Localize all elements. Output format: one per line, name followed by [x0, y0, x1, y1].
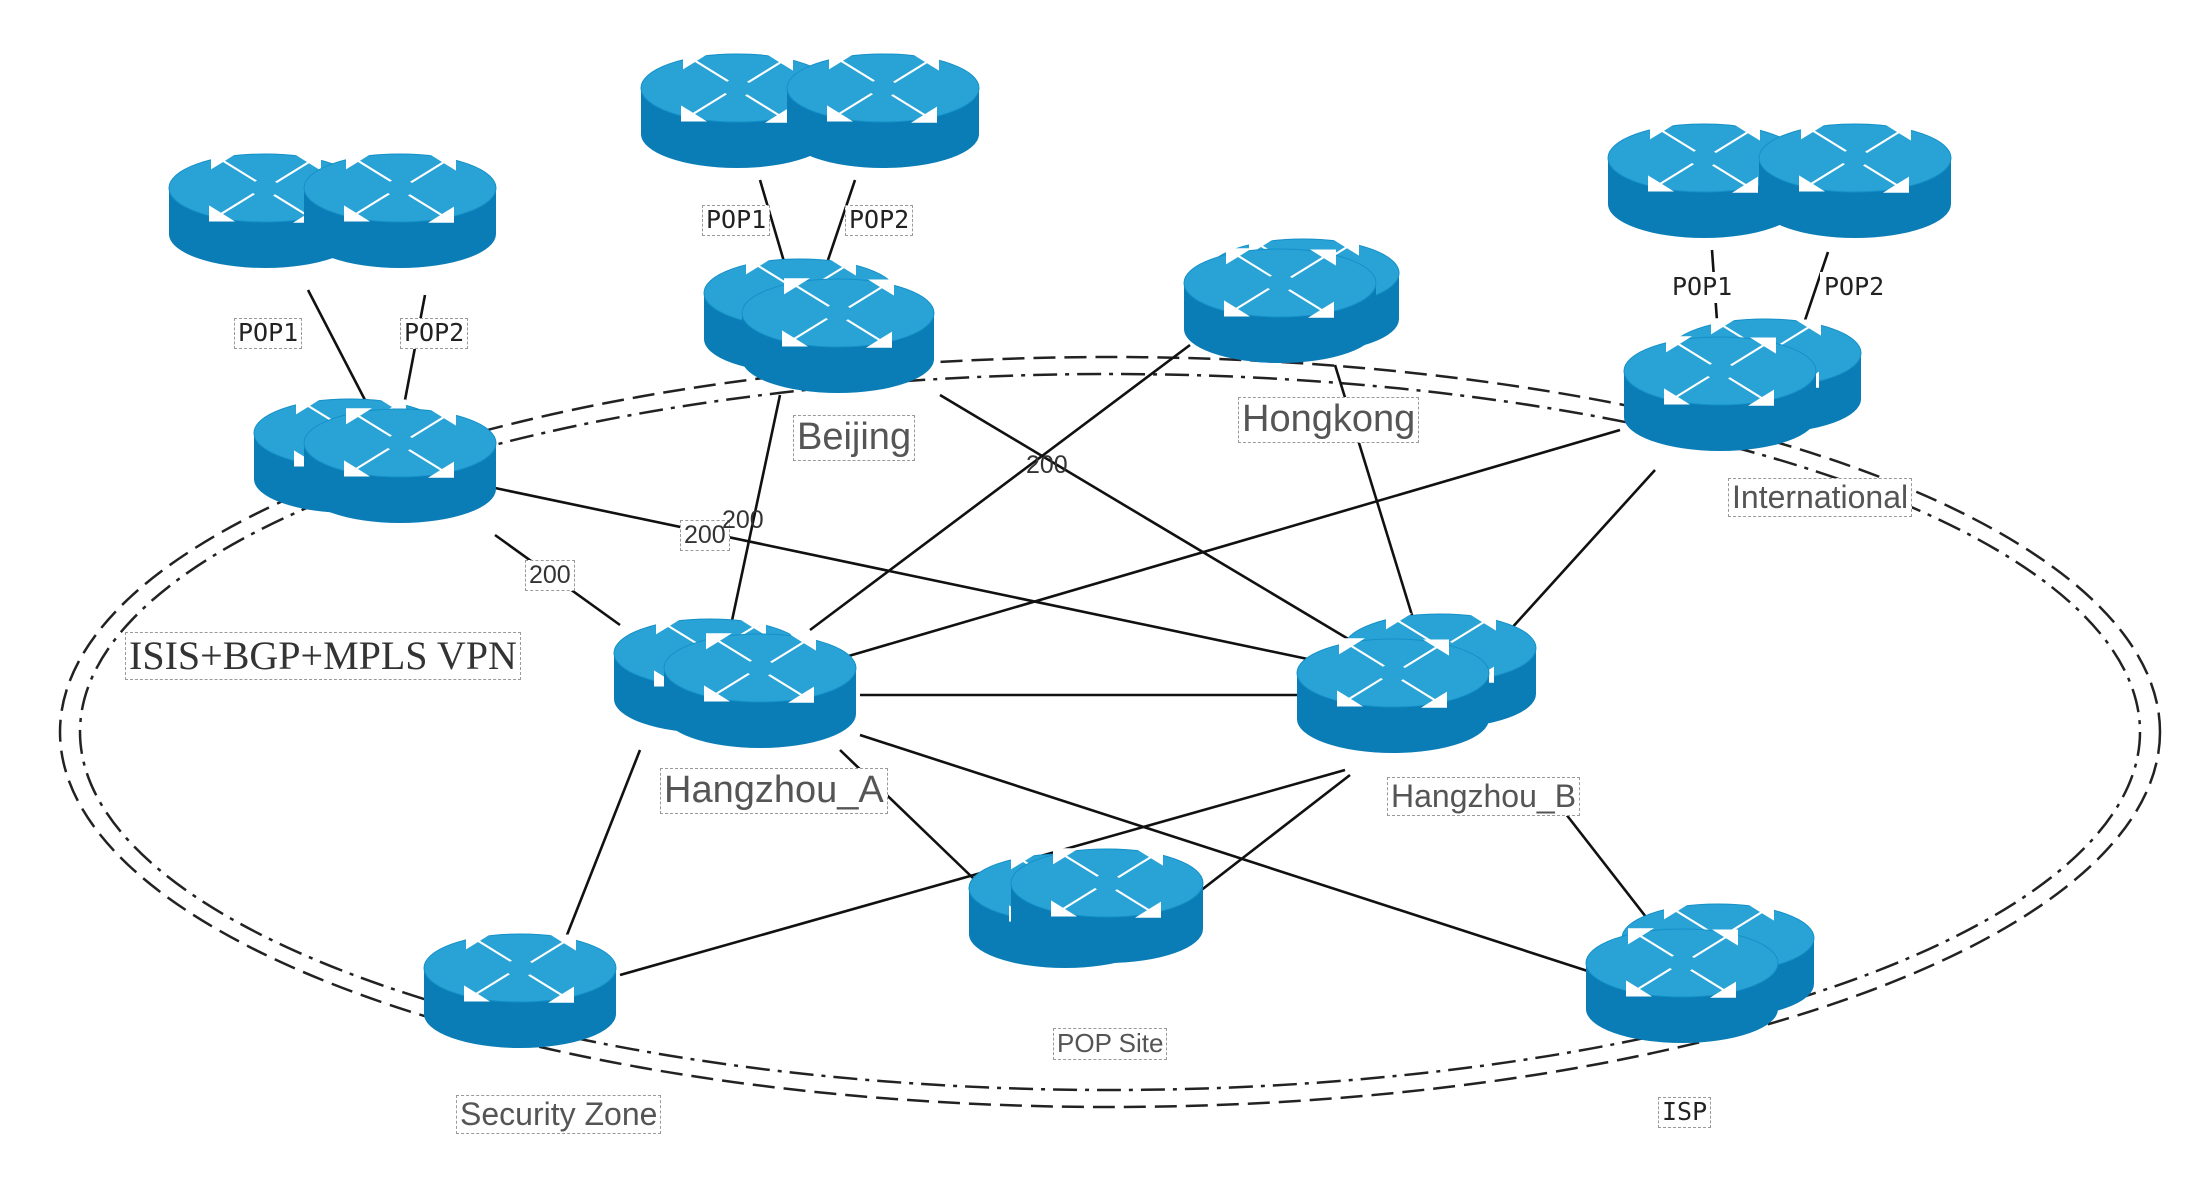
router-left-core: [303, 407, 497, 524]
label-left-pop1: POP1: [234, 318, 303, 349]
mpls-ring-outlines: [58, 355, 2162, 1109]
link-left-hzb: [494, 486, 1361, 672]
diagram-title: ISIS+BGP+MPLS VPN: [125, 632, 521, 680]
label-hangzhou-a: Hangzhou_A: [660, 768, 888, 814]
router-security-zone: [423, 932, 617, 1049]
router-beijing: [741, 277, 935, 394]
link-intl-hzb: [1509, 469, 1656, 631]
link-hzb-isp: [1553, 799, 1662, 936]
label-isp: ISP: [1658, 1097, 1712, 1128]
label-hongkong: Hongkong: [1238, 397, 1420, 443]
link-beijing-pop1: [758, 179, 787, 266]
label-cost-left-hza: 200: [525, 560, 575, 591]
router-intl-pop2: [1758, 122, 1952, 239]
label-intl-pop2: POP2: [1820, 272, 1889, 303]
router-beijing-pop2: [786, 52, 980, 169]
label-cost-left-hzb: 200: [680, 520, 730, 551]
label-pop-site: POP Site: [1053, 1028, 1168, 1060]
label-intl-pop1: POP1: [1668, 272, 1737, 303]
label-beijing-pop2: POP2: [845, 205, 914, 236]
label-beijing: Beijing: [793, 415, 916, 461]
label-security-zone: Security Zone: [456, 1095, 662, 1134]
router-pop-site: [1010, 847, 1204, 964]
label-cost-beijing-hzb: 200: [1026, 451, 1068, 479]
label-cost-beijing-hza: 200: [722, 506, 764, 534]
label-beijing-pop1: POP1: [702, 205, 771, 236]
link-beijing-hzb: [939, 393, 1351, 642]
label-international: International: [1728, 478, 1913, 517]
router-left-pop2: [303, 152, 497, 269]
link-hongkong-hza: [809, 343, 1191, 632]
router-hangzhou-b: [1296, 637, 1490, 754]
link-hza-security: [563, 749, 642, 941]
link-beijing-hza: [728, 394, 782, 631]
label-left-pop2: POP2: [400, 318, 469, 349]
link-left-pop1: [306, 289, 367, 401]
link-hza-isp: [859, 733, 1601, 977]
link-hzb-pop: [1194, 773, 1351, 897]
link-beijing-pop2: [826, 179, 857, 261]
label-hangzhou-b: Hangzhou_B: [1387, 777, 1581, 816]
router-hangzhou-a: [663, 632, 857, 749]
router-isp: [1585, 927, 1779, 1044]
link-intl-hza: [834, 428, 1621, 662]
router-hongkong: [1183, 247, 1377, 364]
router-international: [1623, 335, 1817, 452]
